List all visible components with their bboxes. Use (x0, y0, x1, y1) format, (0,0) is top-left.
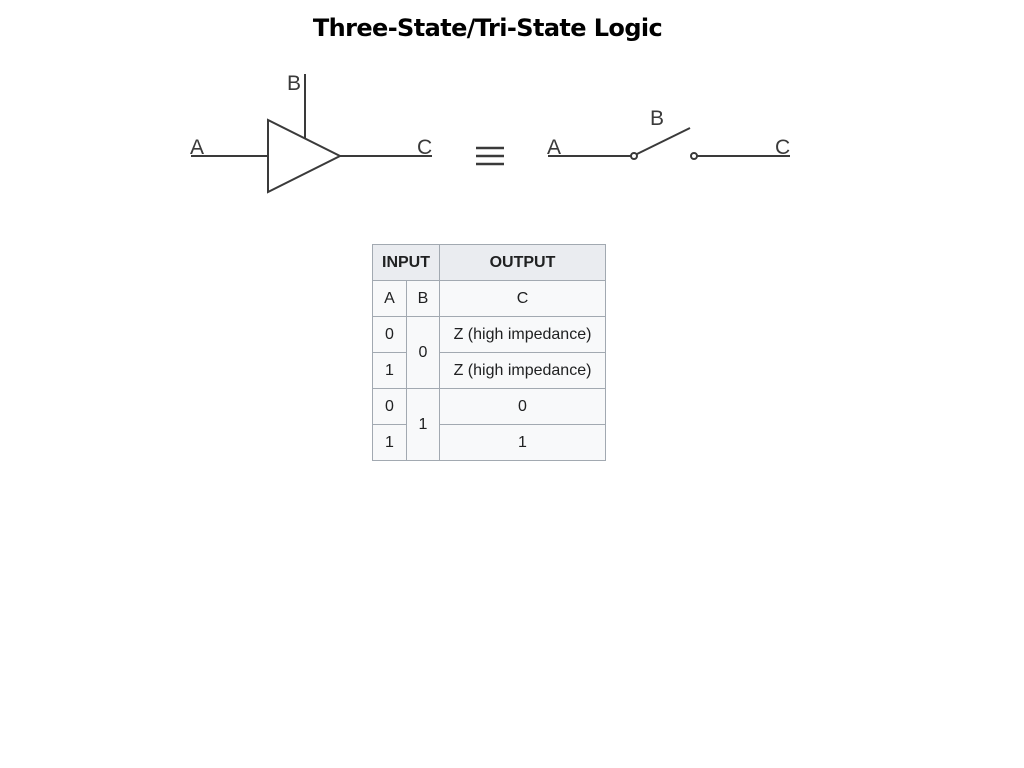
tristate-buffer-symbol (191, 74, 432, 194)
cell-a: 0 (372, 316, 407, 353)
switch-contact-left (630, 152, 638, 160)
cell-a: 1 (372, 424, 407, 461)
table-row: 0 1 0 (372, 388, 606, 461)
switch-label-c: C (775, 136, 790, 159)
switch-symbol (548, 127, 790, 160)
cell-b: 0 (406, 316, 440, 389)
table-header-row: INPUT OUTPUT (372, 244, 606, 281)
tristate-diagram: A B C A B C (190, 72, 790, 194)
table-row: A B C (372, 280, 606, 317)
table-row: 1 1 (372, 424, 606, 461)
col-b-label: B (406, 280, 440, 317)
switch-label-a: A (547, 136, 561, 159)
cell-a: 1 (372, 352, 407, 389)
cell-c: 0 (439, 388, 606, 425)
cell-a: 0 (372, 388, 407, 425)
table-row: 0 0 Z (high impedance) (372, 316, 606, 389)
cell-c: Z (high impedance) (439, 316, 606, 353)
buffer-label-a: A (190, 136, 204, 159)
equivalence-symbol (476, 146, 504, 166)
switch-contact-right (690, 152, 698, 160)
cell-c: Z (high impedance) (439, 352, 606, 389)
switch-arm (636, 127, 691, 155)
buffer-label-b: B (287, 72, 301, 95)
col-a-label: A (372, 280, 407, 317)
col-c-label: C (439, 280, 606, 317)
cell-c: 1 (439, 424, 606, 461)
page-title: Three-State/Tri-State Logic (312, 14, 663, 42)
header-output: OUTPUT (439, 244, 606, 281)
truth-table: INPUT OUTPUT A B C 0 0 Z (high impedance… (372, 244, 606, 461)
buffer-label-c: C (417, 136, 432, 159)
cell-b: 1 (406, 388, 440, 461)
switch-label-b: B (650, 107, 664, 130)
header-input: INPUT (372, 244, 440, 281)
